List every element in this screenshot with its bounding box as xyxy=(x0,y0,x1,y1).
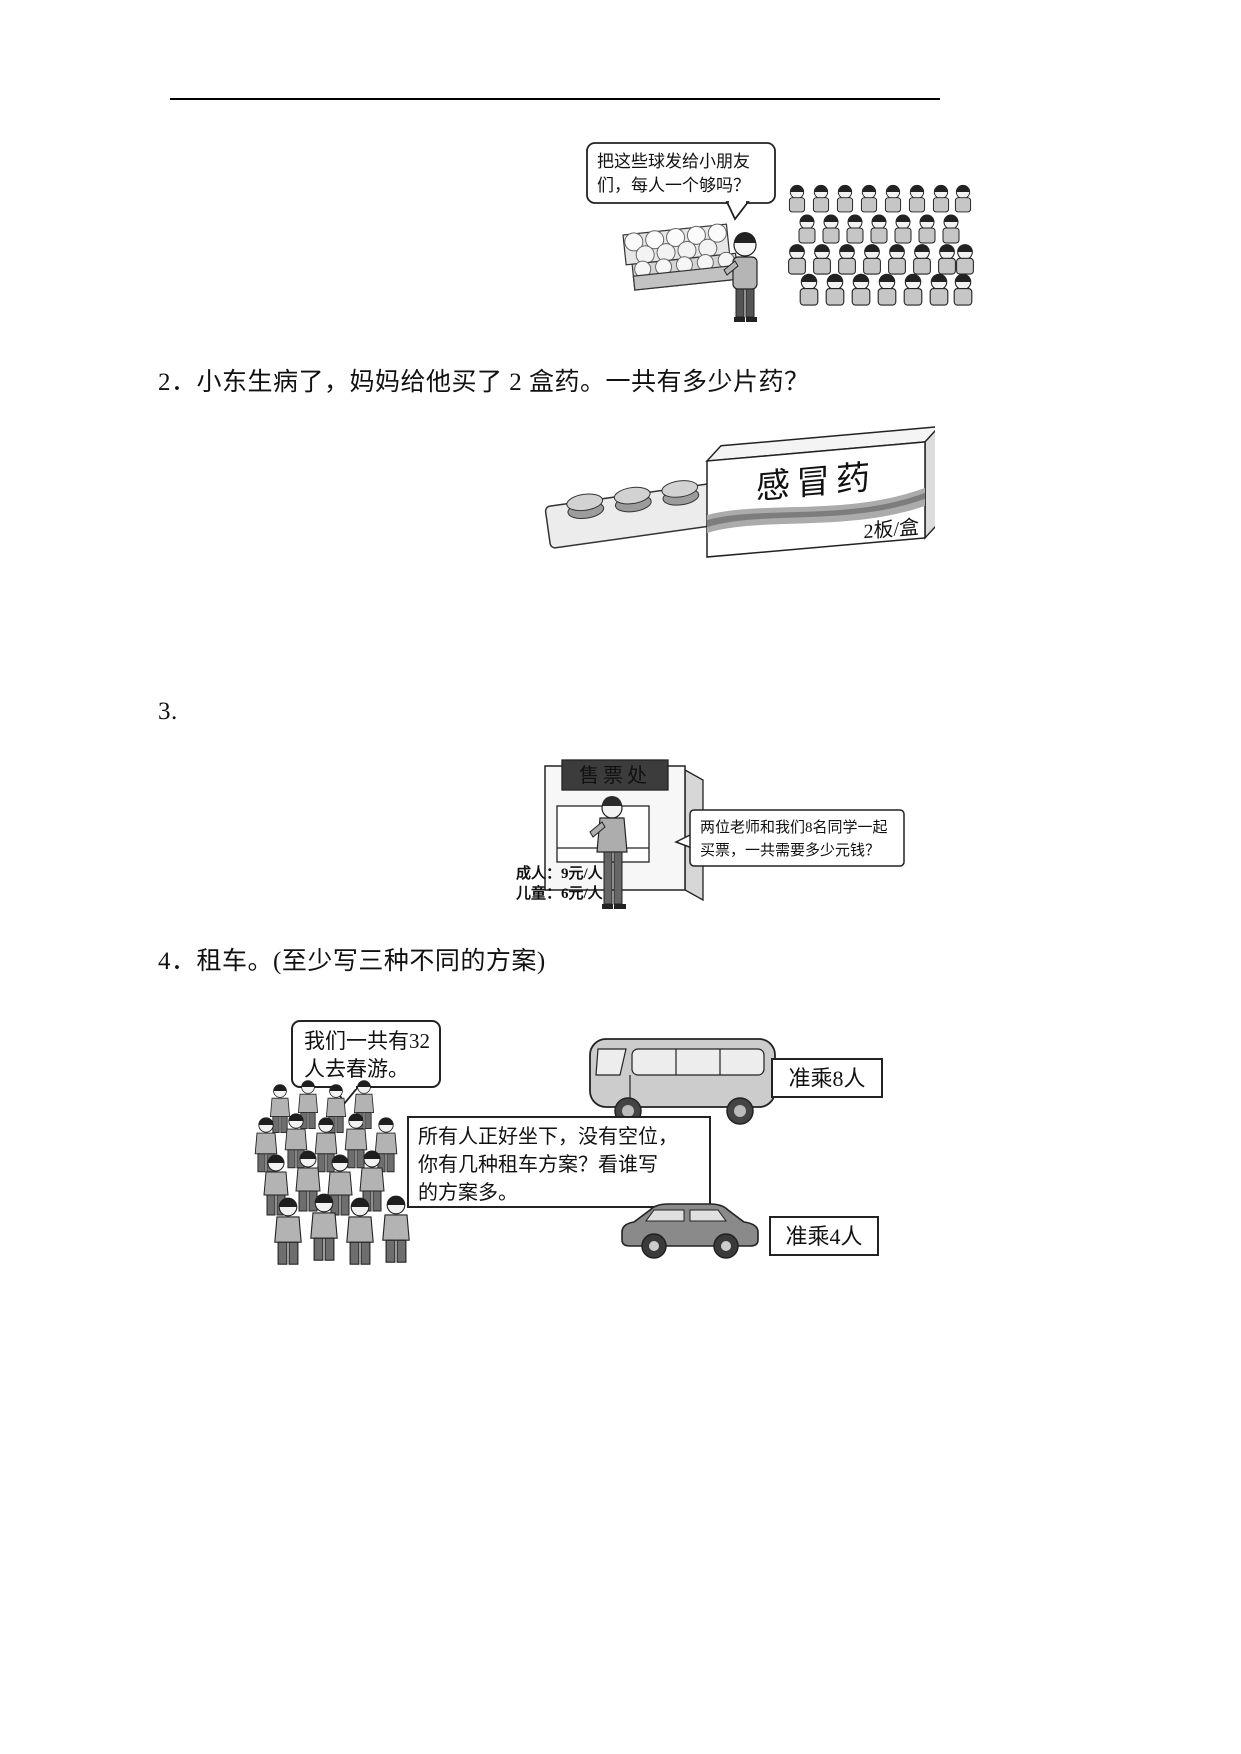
ball-trays xyxy=(622,223,739,291)
q4-note-line3: 的方案多。 xyxy=(418,1181,518,1204)
price-child: 儿童：6元/人 xyxy=(515,884,604,902)
medicine-box: 感冒药 2板/盒 xyxy=(705,425,935,558)
q4-bubble-line2: 人去春游。 xyxy=(304,1057,409,1081)
q3-speech-bubble: 两位老师和我们8名同学一起 买票，一共需要多少元钱？ xyxy=(674,809,905,867)
question-4-text: 租车。(至少写三种不同的方案) xyxy=(196,948,546,975)
q4-bubble-line1: 我们一共有32 xyxy=(304,1029,430,1053)
ticket-buyer-figure xyxy=(589,796,628,909)
price-adult: 成人：9元/人 xyxy=(516,864,604,882)
car-capacity-label: 准乘4人 xyxy=(769,1216,879,1256)
question-3-number: 3. xyxy=(158,698,178,725)
question-4: 4．租车。(至少写三种不同的方案) xyxy=(158,941,546,977)
booth-sign: 售票处 xyxy=(579,764,651,787)
question-2-text: 小东生病了，妈妈给他买了 2 盒药。一共有多少片药？ xyxy=(196,369,810,396)
q4-speech-bubble: 我们一共有32 人去春游。 xyxy=(291,1020,441,1106)
students-crowd xyxy=(254,1080,410,1265)
car-capacity-text: 准乘4人 xyxy=(785,1224,862,1249)
question-2: 2．小东生病了，妈妈给他买了 2 盒药。一共有多少片药？ xyxy=(158,362,810,398)
q4-note-line2: 你有几种租车方案？看谁写 xyxy=(418,1153,658,1176)
medicine-box-spec: 2板/盒 xyxy=(863,515,919,543)
ticket-booth-illustration: 售票处 成人：9元/人 儿童：6元/人 两位老师和我们8名同学一起 买票，一共需… xyxy=(515,759,905,909)
medicine-illustration: 感冒药 2板/盒 xyxy=(544,425,935,558)
q1-speech-bubble: 把这些球发给小朋友 们，每人一个够吗？ xyxy=(586,142,776,221)
van-capacity-label: 准乘8人 xyxy=(771,1058,883,1098)
van-capacity-text: 准乘8人 xyxy=(788,1066,865,1091)
car xyxy=(621,1203,759,1259)
q4-note-line1: 所有人正好坐下，没有空位， xyxy=(418,1125,678,1148)
question-4-number: 4． xyxy=(158,948,197,975)
question-2-number: 2． xyxy=(158,369,197,396)
van xyxy=(589,1038,776,1125)
q1-bubble-line2: 们，每人一个够吗？ xyxy=(597,176,750,195)
q4-note-box: 所有人正好坐下，没有空位， 你有几种租车方案？看谁写 的方案多。 xyxy=(407,1116,711,1208)
balls-illustration: 把这些球发给小朋友 们，每人一个够吗？ xyxy=(586,142,974,322)
children-crowd xyxy=(788,184,974,306)
top-rule xyxy=(170,98,940,100)
teacher-figure xyxy=(723,232,758,322)
rent-car-illustration: 我们一共有32 人去春游。 xyxy=(254,1020,883,1265)
question-3: 3. xyxy=(158,698,178,726)
q3-bubble-line1: 两位老师和我们8名同学一起 xyxy=(700,819,888,836)
q3-bubble-line2: 买票，一共需要多少元钱？ xyxy=(700,842,880,859)
q1-bubble-line1: 把这些球发给小朋友 xyxy=(597,152,750,171)
